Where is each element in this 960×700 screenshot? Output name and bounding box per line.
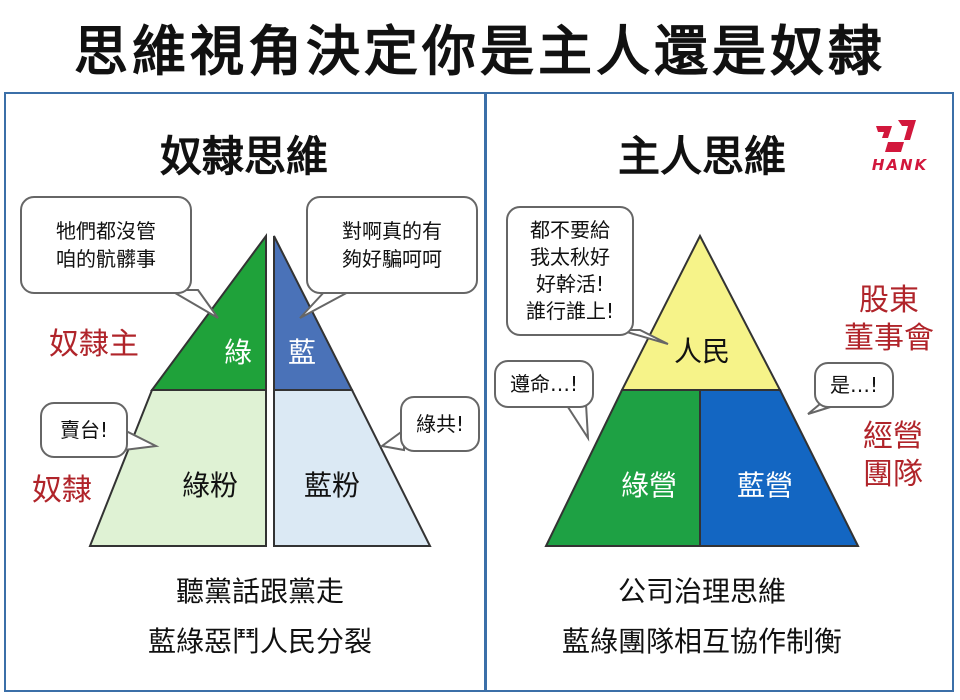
bubble-right: 是…! <box>814 362 894 408</box>
hank-logo-icon <box>876 120 916 152</box>
panel-divider <box>484 92 487 692</box>
bubble-line: 牠們都沒管 <box>56 219 156 243</box>
right-bottom-green-label: 綠營 <box>620 469 677 502</box>
bubble-mid-right: 綠共! <box>400 396 480 452</box>
bubble-top-right: 對啊真的有 夠好騙呵呵 <box>306 196 478 294</box>
bubble-line: 好幹活! <box>535 272 605 296</box>
label-line: 董事會 <box>844 321 934 356</box>
label-slave: 奴隸 <box>32 473 92 508</box>
right-bottom-blue-label: 藍營 <box>736 469 793 502</box>
right-caption-1: 公司治理思維 <box>617 575 786 608</box>
bubble-line: 對啊真的有 <box>342 219 442 243</box>
bubble-mid-left: 賣台! <box>40 402 128 458</box>
bubble-line: 都不要給 <box>530 218 610 242</box>
diagram-frame <box>4 92 954 692</box>
right-top-label: 人民 <box>673 335 730 368</box>
page-title: 思維視角決定你是主人還是奴隸 <box>74 19 886 83</box>
label-master: 奴隸主 <box>49 327 139 362</box>
label-line: 股東 <box>859 283 919 318</box>
left-top-blue-label: 藍 <box>287 336 316 369</box>
bubble-top: 都不要給 我太秋好 好幹活! 誰行誰上! <box>506 206 634 336</box>
left-heading: 奴隸思維 <box>159 131 328 181</box>
label-shareholders: 股東 董事會 <box>834 282 944 358</box>
left-bottom-green <box>88 389 267 547</box>
bubble-line: 咱的骯髒事 <box>56 247 156 271</box>
left-bottom-green-label: 綠粉 <box>181 469 238 502</box>
bubble-top-left: 牠們都沒管 咱的骯髒事 <box>20 196 192 294</box>
left-bottom-blue-label: 藍粉 <box>303 469 360 502</box>
bubble-tail <box>564 403 590 442</box>
left-caption-1: 聽黨話跟黨走 <box>175 575 344 608</box>
left-top-green-label: 綠 <box>223 336 252 369</box>
logo-text: HANK <box>871 156 929 174</box>
label-management: 經營 團隊 <box>848 418 938 494</box>
right-bottom-blue <box>699 389 860 547</box>
right-caption-2: 藍綠團隊相互協作制衡 <box>561 625 842 658</box>
bubble-line: 我太秋好 <box>530 245 610 269</box>
left-bottom-blue <box>273 389 432 547</box>
bubble-left: 遵命…! <box>494 360 594 408</box>
bubble-tail <box>166 289 219 319</box>
label-line: 團隊 <box>863 457 923 492</box>
bubble-line: 誰行誰上! <box>525 299 615 323</box>
left-caption-2: 藍綠惡鬥人民分裂 <box>147 625 372 658</box>
hank-logo: HANK <box>858 118 942 174</box>
label-line: 經營 <box>863 419 923 454</box>
right-heading: 主人思維 <box>617 131 786 181</box>
bubble-line: 夠好騙呵呵 <box>342 247 442 271</box>
